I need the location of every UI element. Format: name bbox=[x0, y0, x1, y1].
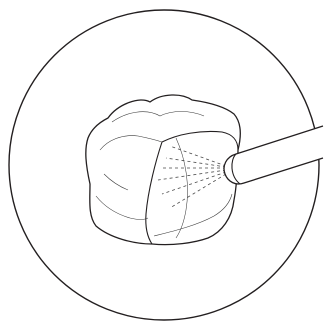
tooth-outline bbox=[86, 95, 241, 245]
tooth-crown-icon bbox=[86, 95, 241, 245]
